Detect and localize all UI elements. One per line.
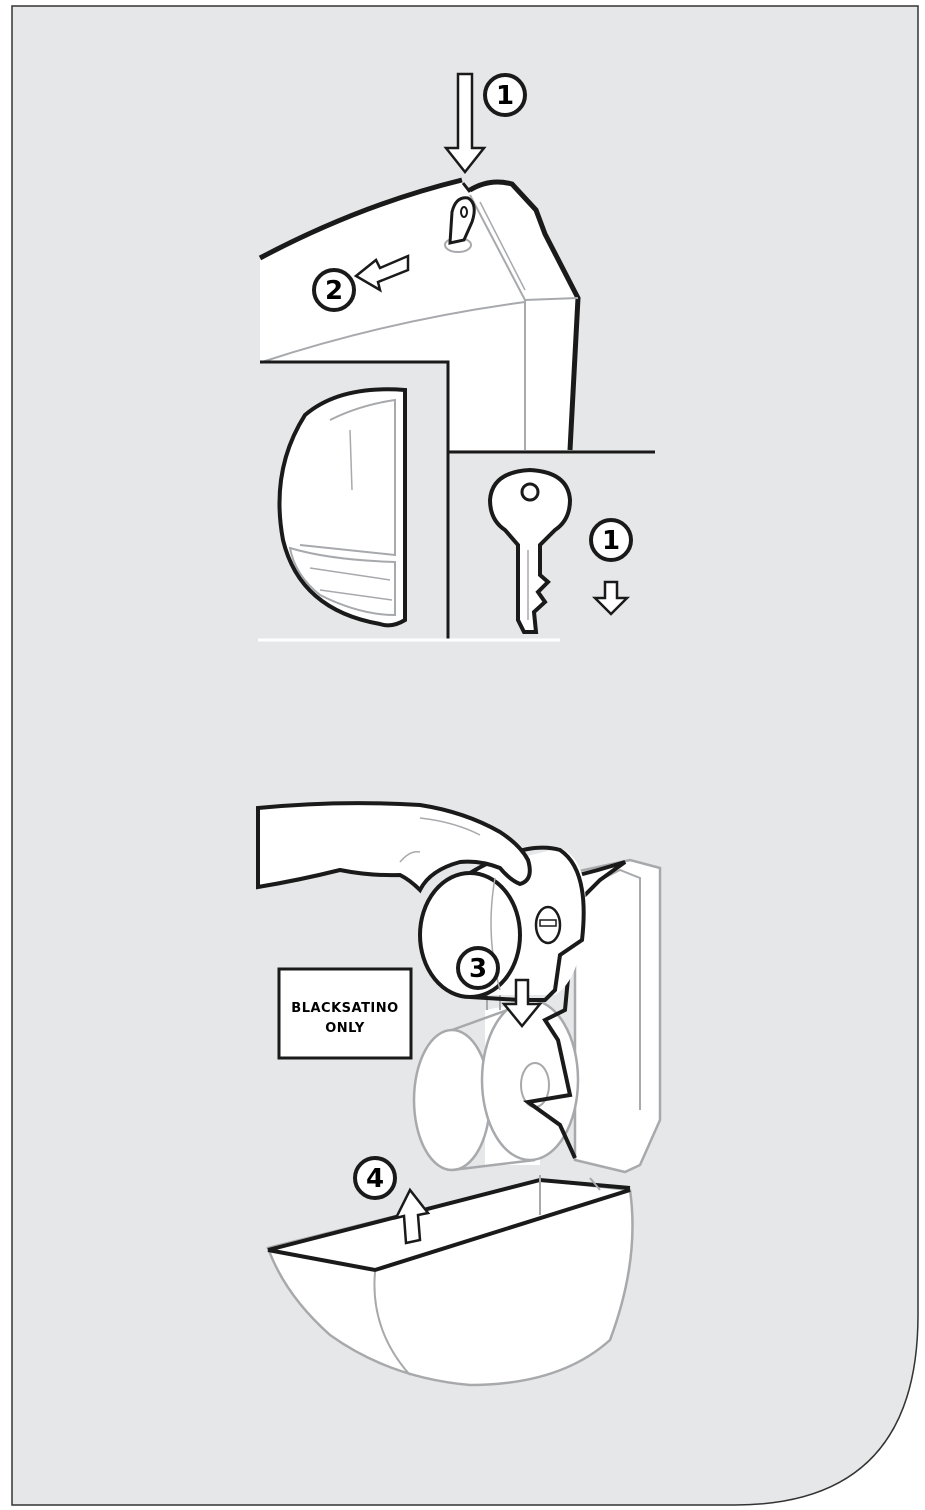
step3-badge: 3 xyxy=(458,948,498,988)
step1-badge-top: 1 xyxy=(485,75,525,115)
sign-line2: ONLY xyxy=(325,1021,365,1036)
blacksatino-only-sign: BLACKSATINO ONLY xyxy=(279,969,411,1058)
step3-label: 3 xyxy=(469,954,487,984)
step2-label: 2 xyxy=(325,276,343,306)
step4-badge: 4 xyxy=(355,1158,395,1198)
step1-label-key: 1 xyxy=(602,526,620,556)
step1-label-top: 1 xyxy=(496,81,514,111)
step2-badge: 2 xyxy=(314,270,354,310)
sign-line1: BLACKSATINO xyxy=(291,1001,398,1016)
step1-badge-key: 1 xyxy=(591,520,631,560)
step4-label: 4 xyxy=(366,1164,384,1194)
